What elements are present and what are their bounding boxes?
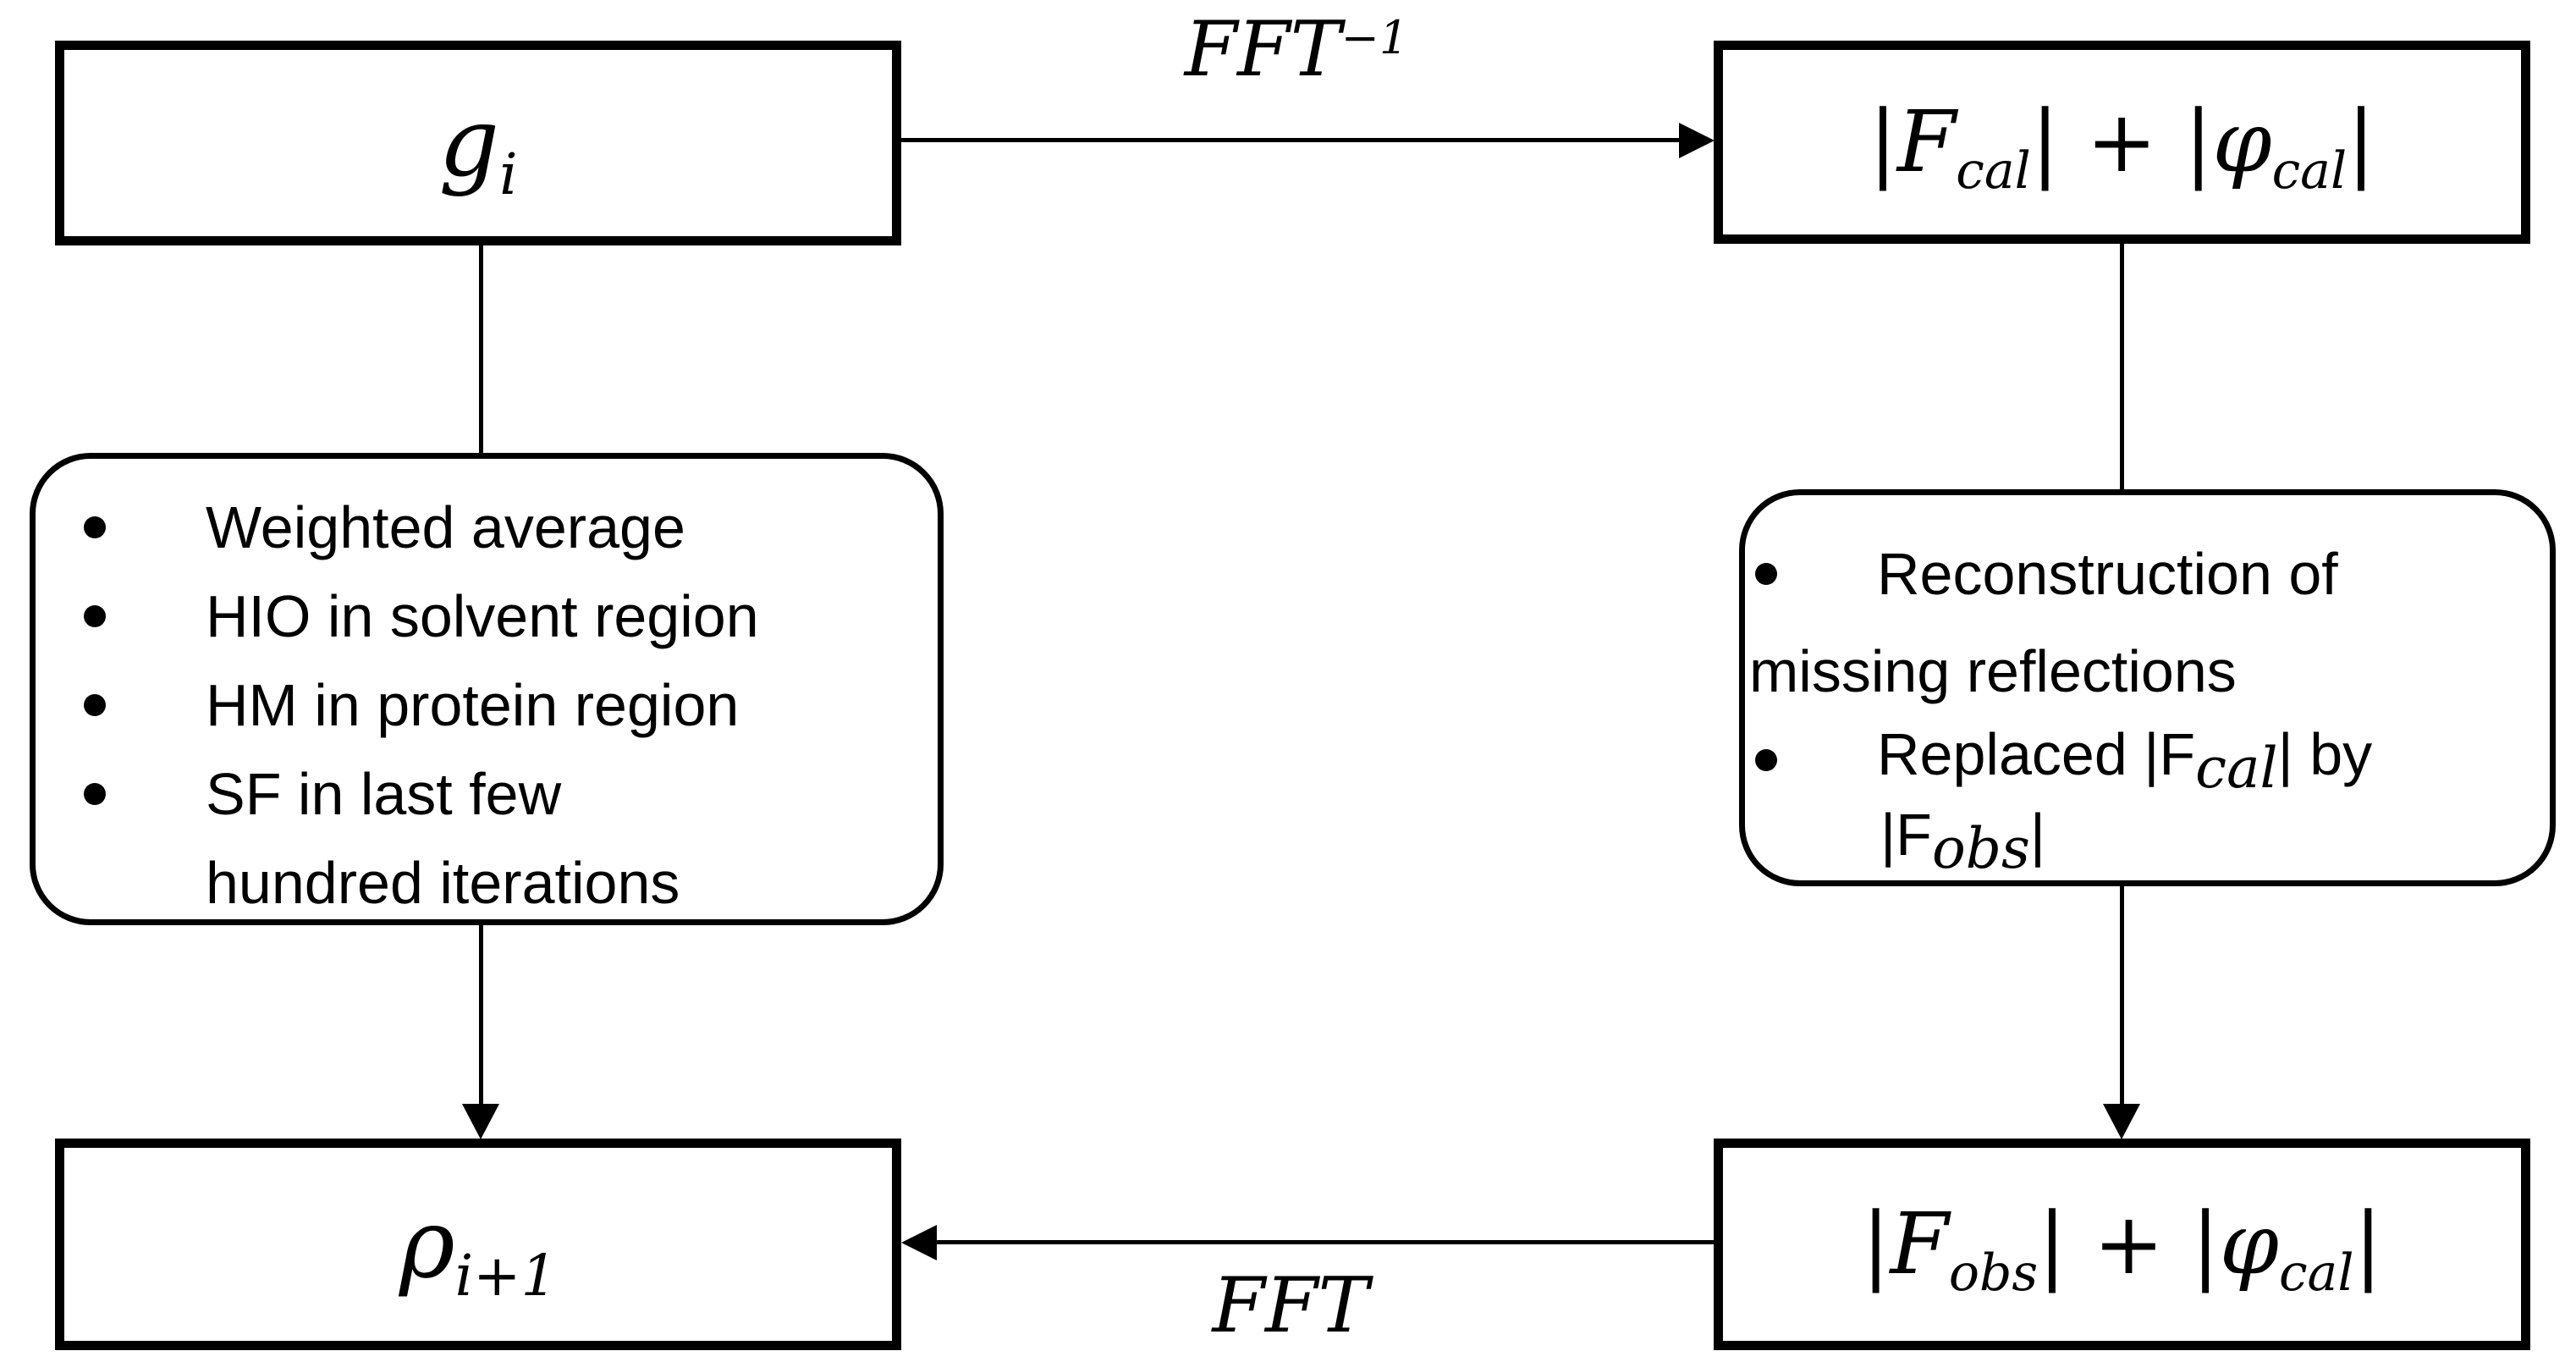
gi-subscript: i xyxy=(499,141,518,208)
fobs-part3: | xyxy=(2353,1194,2383,1293)
rho-label: ρi+1 xyxy=(399,1197,557,1304)
left-note-line3: HM in protein region xyxy=(206,672,740,738)
bullet-icon xyxy=(84,783,106,805)
left-note-line4: SF in last few xyxy=(206,761,562,827)
right-note-line3-sub: cal xyxy=(2195,735,2278,801)
fobs-part2: | + |φ xyxy=(2038,1194,2279,1293)
note-line: Weighted average xyxy=(84,487,685,568)
right-note-line4-sub: obs xyxy=(1931,815,2030,881)
right-note-line1: Reconstruction of xyxy=(1877,541,2338,607)
note-line: Reconstruction of xyxy=(1755,533,2338,615)
right-note-line3-text: Replaced |F xyxy=(1877,720,2196,787)
connector-gi-to-leftnote xyxy=(479,244,483,455)
note-line: HIO in solvent region xyxy=(84,576,759,657)
gi-label: gi xyxy=(438,96,517,203)
fft-inverse-exponent: −1 xyxy=(1340,11,1409,65)
note-line: Replaced |Fcal| by xyxy=(1755,720,2372,801)
note-left-box: Weighted average HIO in solvent region H… xyxy=(30,453,944,925)
rho-base: ρ xyxy=(399,1189,455,1299)
node-rho-box: ρi+1 xyxy=(55,1139,901,1350)
fobs-sub1: obs xyxy=(1948,1243,2039,1303)
arrowhead-down-left-icon xyxy=(462,1104,499,1139)
connector-leftnote-to-rho xyxy=(479,923,483,1109)
right-note-line4: |Fobs| xyxy=(1880,801,2045,881)
fcal-sub1: cal xyxy=(1956,141,2031,201)
rho-subscript: i+1 xyxy=(454,1243,558,1310)
node-gi-box: gi xyxy=(55,41,901,245)
fcal-part3: | xyxy=(2347,92,2375,191)
right-note-line3: Replaced |Fcal| by xyxy=(1877,720,2372,801)
note-line: SF in last few xyxy=(84,753,561,835)
edge-fft-line xyxy=(935,1240,1714,1244)
bullet-icon xyxy=(84,516,106,538)
node-fobs-box: |Fobs| + |φcal| xyxy=(1714,1139,2530,1350)
arrowhead-left-icon xyxy=(901,1225,937,1260)
node-fcal-box: |Fcal| + |φcal| xyxy=(1714,41,2530,244)
note-line: missing reflections xyxy=(1749,631,2237,712)
fobs-sub2: cal xyxy=(2278,1243,2354,1303)
note-line: hundred iterations xyxy=(206,842,680,924)
note-line: HM in protein region xyxy=(84,664,739,746)
right-note-line3-tail: | by xyxy=(2277,720,2373,787)
arrowhead-right-icon xyxy=(1679,123,1715,158)
edge-fft-inverse-line xyxy=(901,138,1682,142)
right-note-line4-tail: | xyxy=(2029,801,2045,868)
left-note-line1: Weighted average xyxy=(206,494,685,560)
bullet-icon xyxy=(1755,749,1777,771)
bullet-icon xyxy=(1755,563,1777,585)
fft-inverse-base: FFT xyxy=(1184,5,1341,94)
edge-fft-label: FFT xyxy=(1212,1261,1369,1350)
arrowhead-down-right-icon xyxy=(2103,1104,2140,1139)
fcal-sub2: cal xyxy=(2271,141,2348,201)
fcal-part2: | + |φ xyxy=(2030,92,2272,191)
fobs-label: |Fobs| + |φcal| xyxy=(1862,1202,2382,1299)
edge-fft-inverse-label: FFT−1 xyxy=(1157,12,1436,88)
fcal-part1: |F xyxy=(1869,92,1957,191)
note-line: |Fobs| xyxy=(1880,800,2045,881)
fcal-label: |Fcal| + |φcal| xyxy=(1869,100,2375,196)
left-note-line2: HIO in solvent region xyxy=(206,583,759,649)
gi-base: g xyxy=(438,88,500,198)
bullet-icon xyxy=(84,605,106,627)
note-right-box: Reconstruction of missing reflections Re… xyxy=(1739,489,2556,886)
connector-rightnote-to-fobs xyxy=(2120,885,2124,1106)
right-note-line2: missing reflections xyxy=(1749,638,2237,704)
left-note-line5: hundred iterations xyxy=(206,850,680,916)
right-note-line4-text: |F xyxy=(1880,801,1932,868)
fobs-part1: |F xyxy=(1861,1194,1949,1293)
bullet-icon xyxy=(84,694,106,716)
connector-fcal-to-rightnote xyxy=(2120,242,2124,491)
